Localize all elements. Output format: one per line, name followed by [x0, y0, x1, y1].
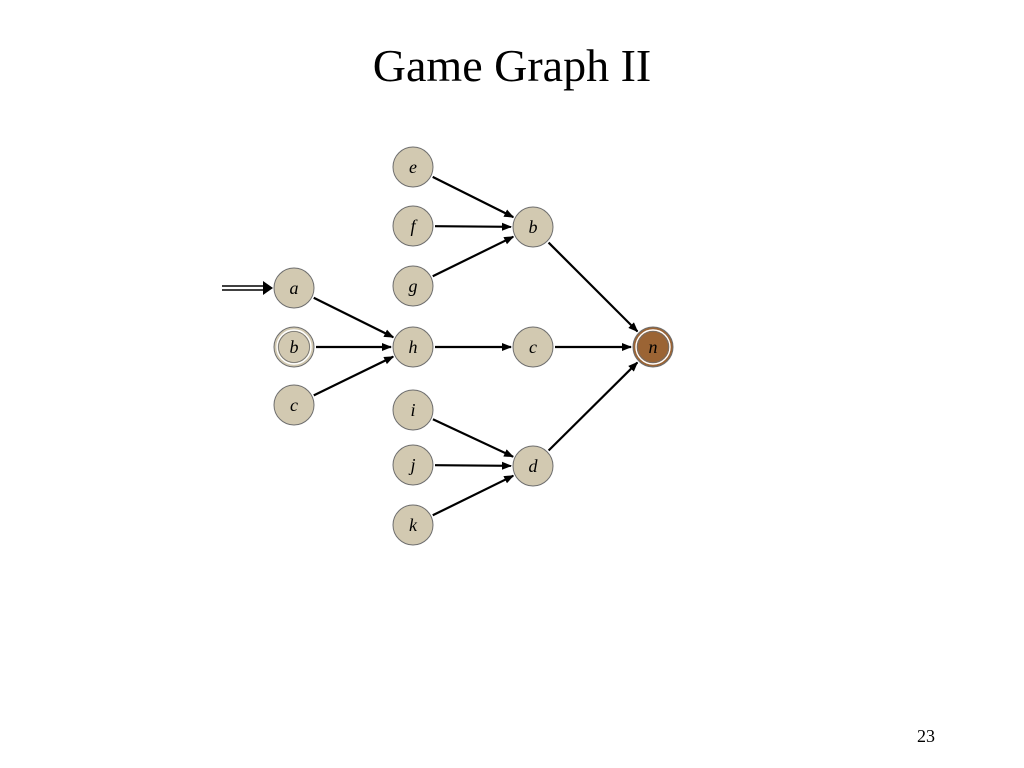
node-label: a	[290, 278, 299, 298]
node-circle	[392, 444, 434, 486]
node-label: h	[409, 337, 418, 357]
node-i: i	[392, 389, 434, 431]
node-circle	[632, 326, 674, 368]
node-label: c	[529, 337, 537, 357]
edge-j-to-d	[434, 461, 513, 470]
node-circle	[512, 206, 554, 248]
node-f: f	[392, 205, 434, 247]
node-circle	[512, 326, 554, 368]
node-circle	[273, 267, 315, 309]
node-inner-ring	[276, 329, 312, 365]
edge-f-to-b_top	[434, 222, 513, 231]
node-circle	[392, 265, 434, 307]
edge-g-to-b_top	[432, 235, 515, 278]
node-b_top: b	[512, 206, 554, 248]
node-c_left: c	[273, 384, 315, 426]
node-label: f	[410, 216, 418, 236]
edge-b_top-to-n	[547, 241, 639, 333]
node-label: b	[529, 217, 538, 237]
edge-k-to-d	[432, 474, 515, 517]
node-k: k	[392, 504, 434, 546]
slide-title: Game Graph II	[372, 40, 652, 91]
node-circle	[392, 146, 434, 188]
node-h: h	[392, 326, 434, 368]
node-n: n	[632, 326, 674, 368]
node-label: b	[290, 337, 299, 357]
edge-c_left-to-h	[313, 355, 395, 397]
edge-a-to-h	[313, 296, 395, 339]
node-b_left: b	[273, 326, 315, 368]
node-circle	[273, 326, 315, 368]
edge-e-to-b_top	[432, 175, 515, 219]
edge-layer	[313, 175, 639, 517]
node-label: d	[529, 456, 539, 476]
node-d: d	[512, 445, 554, 487]
node-circle	[392, 389, 434, 431]
node-label: j	[408, 455, 415, 475]
edge-i-to-d	[432, 418, 514, 458]
node-inner-ring	[635, 329, 671, 365]
node-label: c	[290, 395, 298, 415]
node-g: g	[392, 265, 434, 307]
page-number: 23	[917, 726, 935, 746]
node-label: g	[409, 276, 418, 296]
node-label: i	[410, 400, 415, 420]
node-label: k	[409, 515, 418, 535]
node-e: e	[392, 146, 434, 188]
edge-d-to-n	[547, 361, 639, 452]
node-label: e	[409, 157, 417, 177]
node-inner-border	[637, 331, 669, 363]
initial-arrow	[222, 281, 273, 295]
node-circle	[392, 326, 434, 368]
node-a: a	[273, 267, 315, 309]
node-label: n	[649, 337, 658, 357]
node-c_mid: c	[512, 326, 554, 368]
node-circle	[392, 504, 434, 546]
node-circle	[273, 384, 315, 426]
node-j: j	[392, 444, 434, 486]
node-circle	[392, 205, 434, 247]
node-circle	[512, 445, 554, 487]
initial-arrow-layer	[222, 281, 273, 295]
node-inner-border	[278, 331, 310, 363]
node-layer: e f g b a b c h c n i j k d	[273, 146, 674, 546]
